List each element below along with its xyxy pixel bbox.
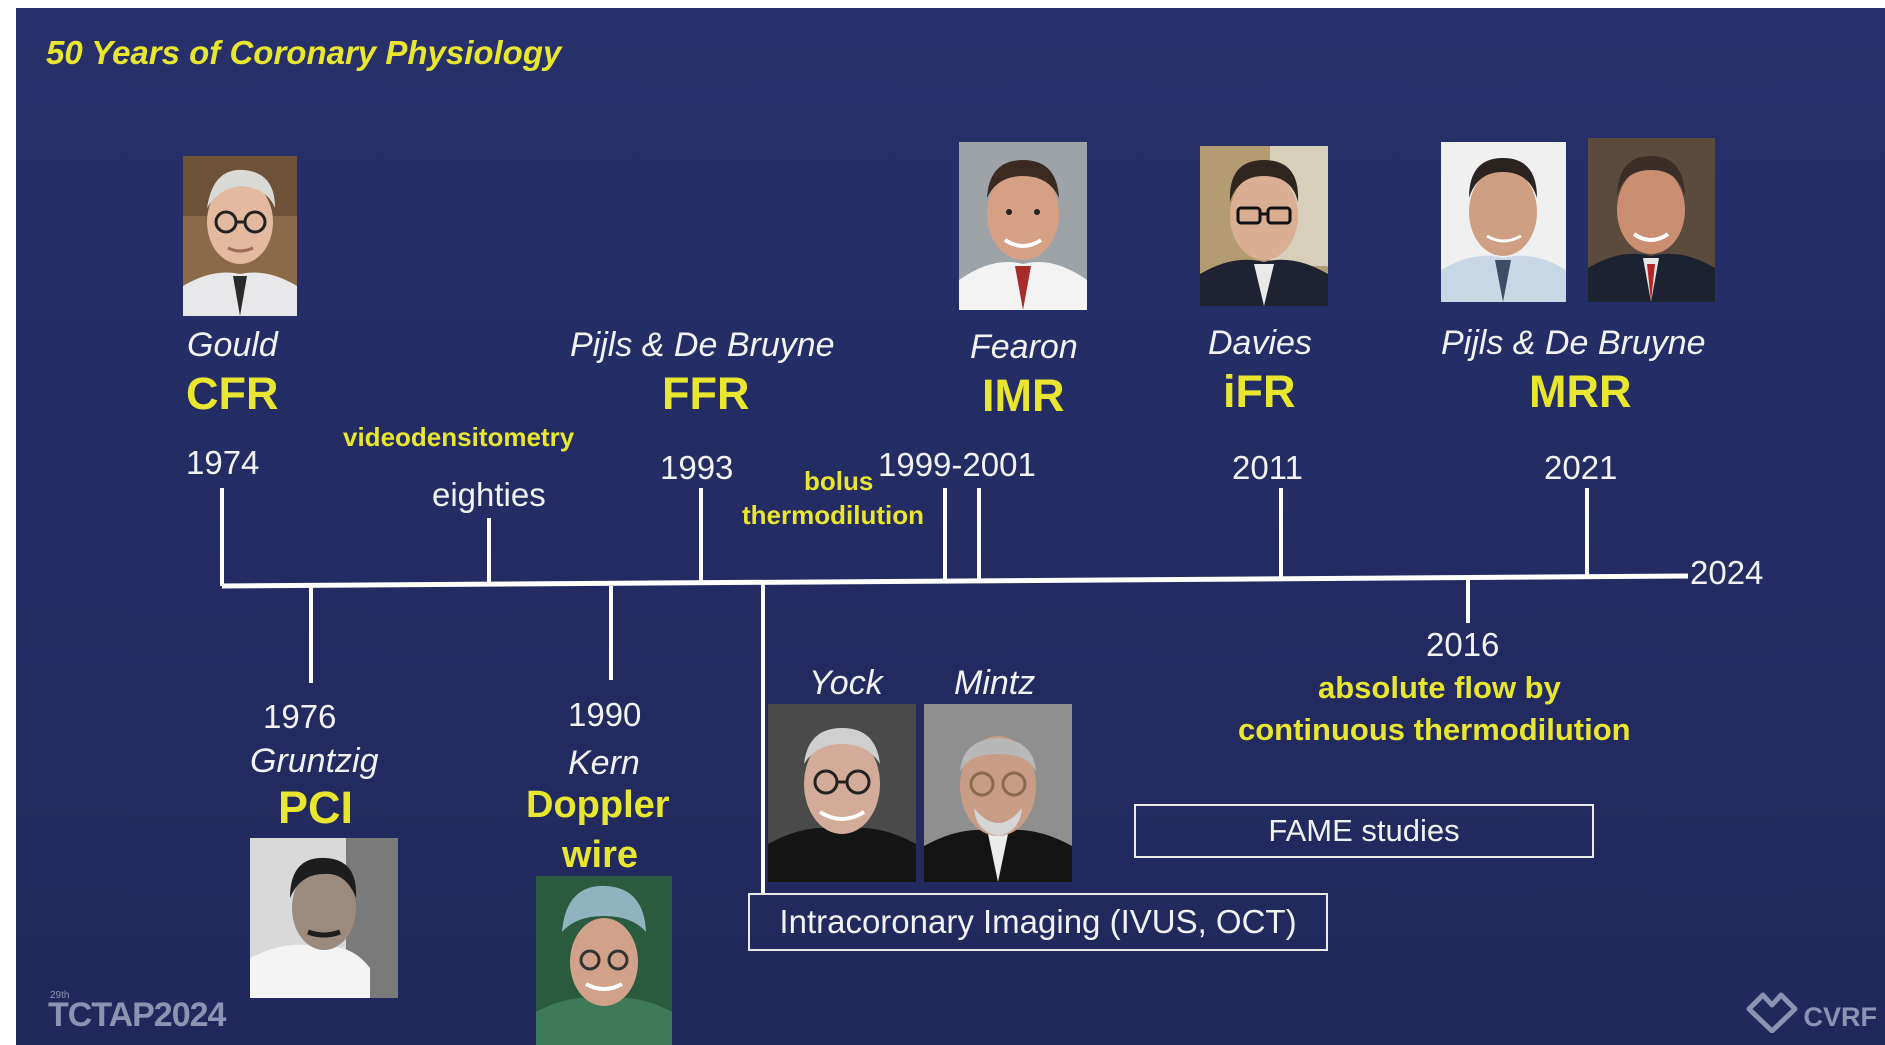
milestone-acronym-wire: wire xyxy=(562,834,639,876)
imaging-name-mintz: Mintz xyxy=(954,664,1036,702)
gruntzig-photo xyxy=(250,838,398,998)
milestone-acronym-ffr: FFR xyxy=(662,368,750,419)
milestone-name-gould: Gould xyxy=(187,326,278,364)
kern-photo xyxy=(536,876,672,1045)
milestone-year-1976: 1976 xyxy=(263,698,337,735)
yock-photo xyxy=(768,704,916,882)
davies-photo xyxy=(1200,146,1328,306)
milestone-name-pijls-debruyne-ffr: Pijls & De Bruyne xyxy=(570,326,835,364)
de-bruyne-photo xyxy=(1588,138,1715,302)
bolus-note-line2: thermodilution xyxy=(742,500,924,530)
milestone-year-2016: 2016 xyxy=(1426,626,1500,663)
mintz-photo xyxy=(924,704,1072,882)
milestone-acronym-cfr: CFR xyxy=(186,368,279,419)
fearon-photo xyxy=(959,142,1087,310)
milestone-year-1990: 1990 xyxy=(568,696,642,733)
bolus-note-line1: bolus xyxy=(804,466,874,496)
slide-title: 50 Years of Coronary Physiology xyxy=(46,34,562,71)
milestone-acronym-imr: IMR xyxy=(982,370,1065,421)
milestone-name-fearon: Fearon xyxy=(970,328,1078,366)
gould-photo xyxy=(183,156,297,316)
milestone-name-kern: Kern xyxy=(568,744,640,782)
milestone-acronym-doppler: Doppler xyxy=(526,784,670,826)
cvrf-logo-text: CVRF xyxy=(1803,1002,1878,1032)
milestone-name-pijls-debruyne-mrr: Pijls & De Bruyne xyxy=(1441,324,1706,362)
milestone-name-gruntzig: Gruntzig xyxy=(250,742,379,780)
slide: 50 Years of Coronary Physiology Gou xyxy=(16,8,1885,1045)
fame-studies-box: FAME studies xyxy=(1134,804,1594,858)
milestone-year-1993: 1993 xyxy=(660,449,734,486)
timeline-axis xyxy=(221,573,1689,589)
intracoronary-imaging-box: Intracoronary Imaging (IVUS, OCT) xyxy=(748,893,1328,951)
absolute-flow-note-line2: continuous thermodilution xyxy=(1238,712,1631,747)
timeline-end-year: 2024 xyxy=(1690,554,1764,591)
milestone-year-1999-2001: 1999-2001 xyxy=(878,446,1036,483)
milestone-year-eighties: eighties xyxy=(432,476,546,513)
absolute-flow-note-line1: absolute flow by xyxy=(1318,670,1561,705)
videodensitometry-note: videodensitometry xyxy=(343,422,575,452)
cvrf-logo-icon xyxy=(1746,992,1798,1033)
milestone-acronym-ifr: iFR xyxy=(1223,366,1296,417)
milestone-year-1974: 1974 xyxy=(186,444,260,481)
milestone-acronym-mrr: MRR xyxy=(1529,366,1632,417)
timeline xyxy=(220,488,1689,893)
imaging-name-yock: Yock xyxy=(809,664,883,702)
milestone-year-2011: 2011 xyxy=(1232,449,1303,486)
milestone-year-2021: 2021 xyxy=(1544,449,1618,486)
tctap-edition: 29th xyxy=(50,990,70,1001)
milestone-name-davies: Davies xyxy=(1208,324,1312,362)
pijls-photo xyxy=(1441,142,1566,302)
tctap-logo: TCTAP2024 xyxy=(48,996,226,1034)
milestone-acronym-pci: PCI xyxy=(278,782,354,833)
